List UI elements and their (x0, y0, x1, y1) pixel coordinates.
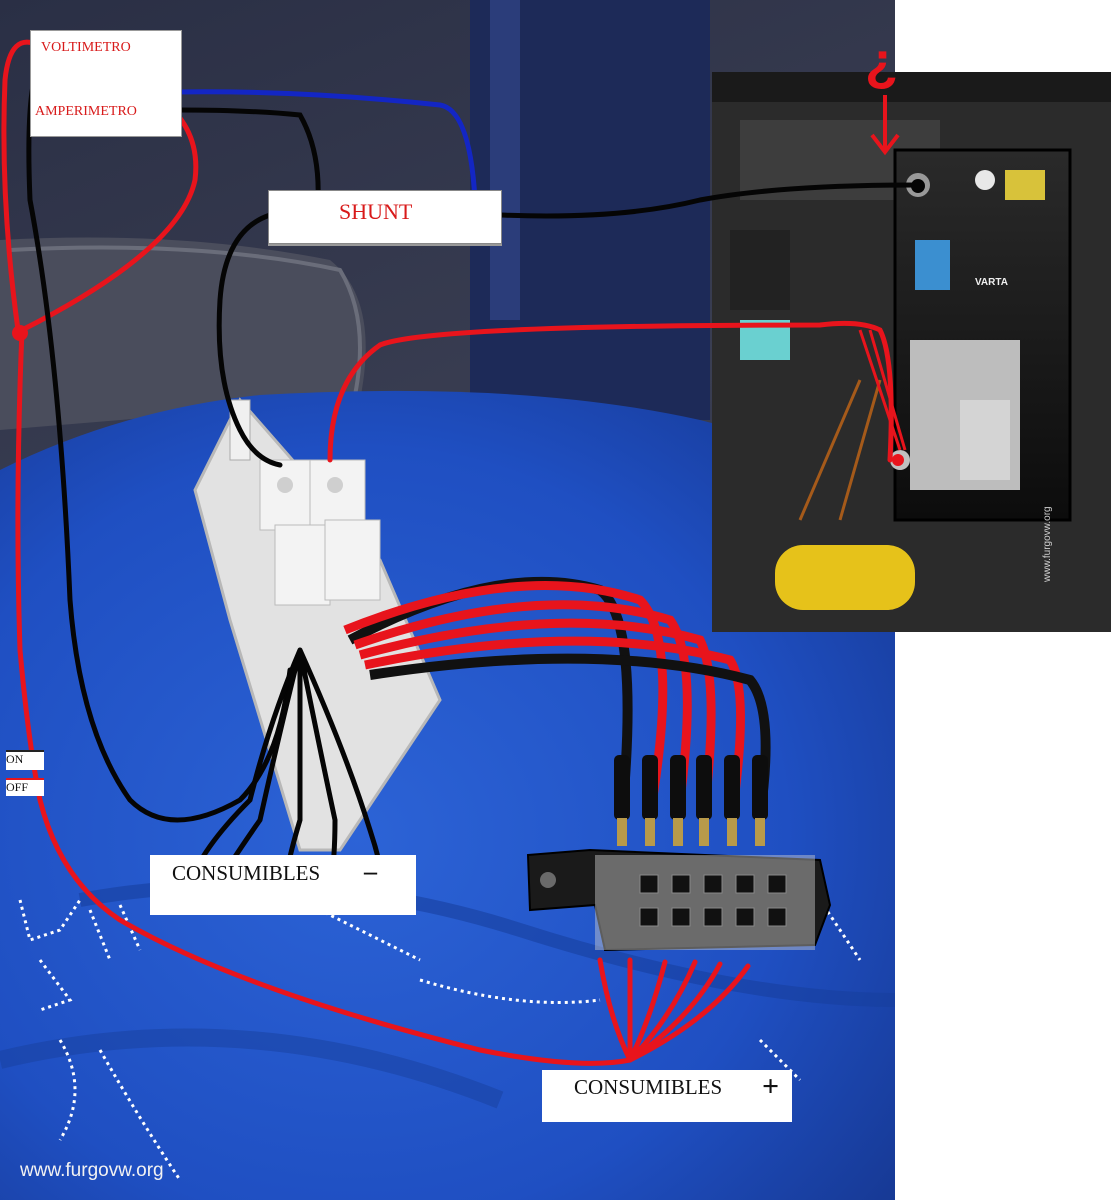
wire-blue (172, 89, 478, 203)
shunt-box: SHUNT (268, 190, 502, 244)
consumibles-negative-label: CONSUMIBLES (172, 861, 321, 885)
wire-black-network (26, 57, 921, 893)
spade-connector (673, 818, 683, 846)
blanket-fold-2 (0, 1028, 504, 1109)
fuse-slot (703, 907, 723, 927)
spade-connector (699, 818, 709, 846)
dotted-scribble (18, 898, 862, 1181)
seat-outline (9, 245, 362, 396)
wire-red-network (1, 39, 894, 1066)
meter-box: VOLTIMETRO AMPERIMETRO (30, 30, 182, 137)
heat-shrink-tube (724, 755, 740, 820)
consumibles-positive-label: CONSUMIBLES (574, 1075, 723, 1099)
battery-warning-icons-2 (915, 240, 950, 290)
spade-connector (755, 818, 765, 846)
car-door-edge (490, 0, 520, 320)
battery-photo: VARTA ¿ (712, 32, 1111, 632)
fuse-slot (671, 874, 691, 894)
battery-negative-dot (911, 179, 925, 193)
shunt-label: SHUNT (339, 199, 413, 224)
fuse-slot (639, 874, 659, 894)
heat-shrink-tube (670, 755, 686, 820)
fuse-slot (703, 874, 723, 894)
fuse-box-wires (343, 576, 771, 846)
spade-connector (617, 818, 627, 846)
battery-cap-1 (975, 170, 995, 190)
battery-label-2 (960, 400, 1010, 480)
spade-connector (727, 818, 737, 846)
voltimetro-label: VOLTIMETRO (41, 40, 131, 55)
fuse-slot (735, 907, 755, 927)
seat-back (0, 237, 366, 430)
fuse-slot (735, 874, 755, 894)
battery-marker-arrow (870, 95, 900, 156)
battery-marker-text: ¿ (865, 32, 898, 92)
battery-brand-text: VARTA (975, 277, 1008, 288)
fuse-slot (639, 907, 659, 927)
watermark-bottom: www.furgovw.org (20, 1160, 164, 1181)
amperimetro-label: AMPERIMETRO (35, 104, 137, 119)
positive-sign: + (762, 1070, 780, 1103)
battery-warning-icons (1005, 170, 1045, 200)
switch-on-label: ON (6, 750, 44, 770)
fuse-slots (639, 874, 787, 927)
heat-shrink-tube (614, 755, 630, 820)
red-junction-dot (12, 325, 28, 341)
heat-shrink-tube (752, 755, 768, 820)
yellow-cap (775, 545, 915, 610)
heat-shrink-tube (642, 755, 658, 820)
negative-sign: – (364, 857, 377, 886)
on-off-switch: ON OFF (6, 738, 46, 798)
consumibles-negative-box: CONSUMIBLES – (150, 855, 416, 915)
fuse-slot (671, 907, 691, 927)
spade-connector (645, 818, 655, 846)
heat-shrink-tube (696, 755, 712, 820)
fuse-slot (767, 874, 787, 894)
switch-off-label: OFF (6, 778, 44, 796)
fuse-slot (767, 907, 787, 927)
watermark-side: www.furgovw.org (1042, 506, 1053, 582)
consumibles-positive-box: CONSUMIBLES + (542, 1070, 792, 1122)
battery-positive-dot (892, 454, 904, 466)
